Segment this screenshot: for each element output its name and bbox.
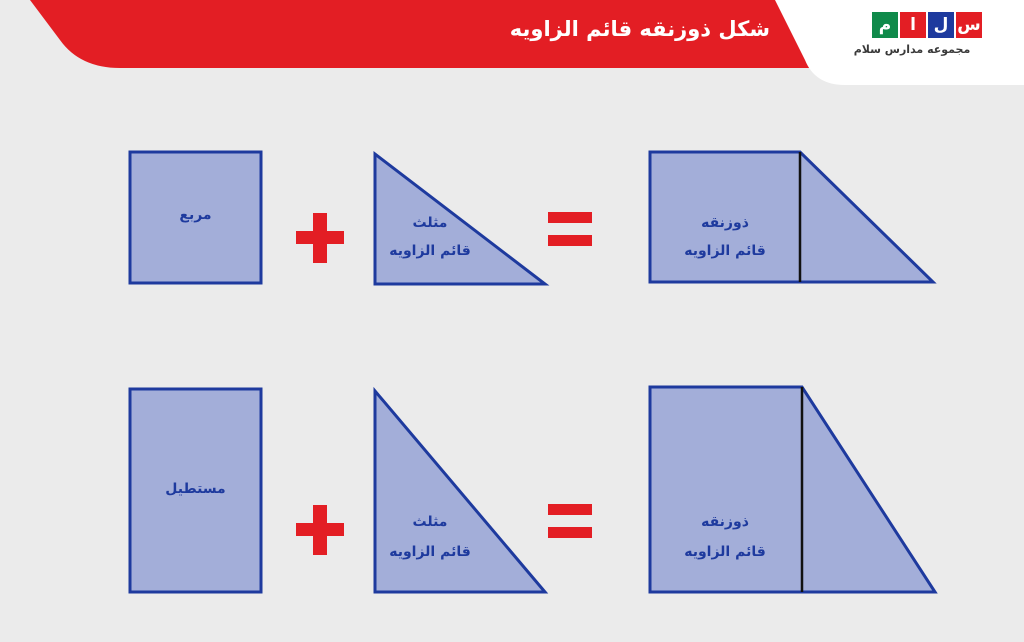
logo-letter-3: ا [900, 12, 926, 38]
trapezoid-label-line1: ذوزنقه [701, 215, 749, 231]
page-title: شکل ذوزنقه قائم الزاویه [509, 17, 770, 41]
square-shape [128, 150, 263, 285]
triangle-label-line1: مثلث [412, 514, 448, 530]
equals-operator [548, 212, 592, 246]
trapezoid-label-line2: قائم الزاویه [684, 544, 766, 560]
triangle-label-line1: مثلث [412, 215, 448, 231]
right-trapezoid-shape [648, 150, 937, 284]
rectangle-shape [128, 387, 263, 594]
plus-operator [296, 213, 344, 263]
triangle-label-line2: قائم الزاویه [389, 544, 471, 560]
logo-letter-1: س [956, 12, 982, 38]
trapezoid-label-line1: ذوزنقه [701, 514, 749, 530]
right-trapezoid-shape [648, 385, 938, 594]
square-label: مربع [179, 207, 212, 223]
logo-letter-2: ل [928, 12, 954, 38]
rectangle-label: مستطیل [165, 481, 226, 497]
logo-letter-4: م [872, 12, 898, 38]
logo-caption: مجموعه مدارس سلام [853, 43, 971, 56]
right-triangle-shape [373, 386, 549, 594]
triangle-label-line2: قائم الزاویه [389, 243, 471, 259]
trapezoid-label-line2: قائم الزاویه [684, 243, 766, 259]
equals-operator [548, 504, 592, 538]
right-triangle-shape [373, 150, 550, 286]
plus-operator [296, 505, 344, 555]
header-banner [30, 0, 810, 68]
